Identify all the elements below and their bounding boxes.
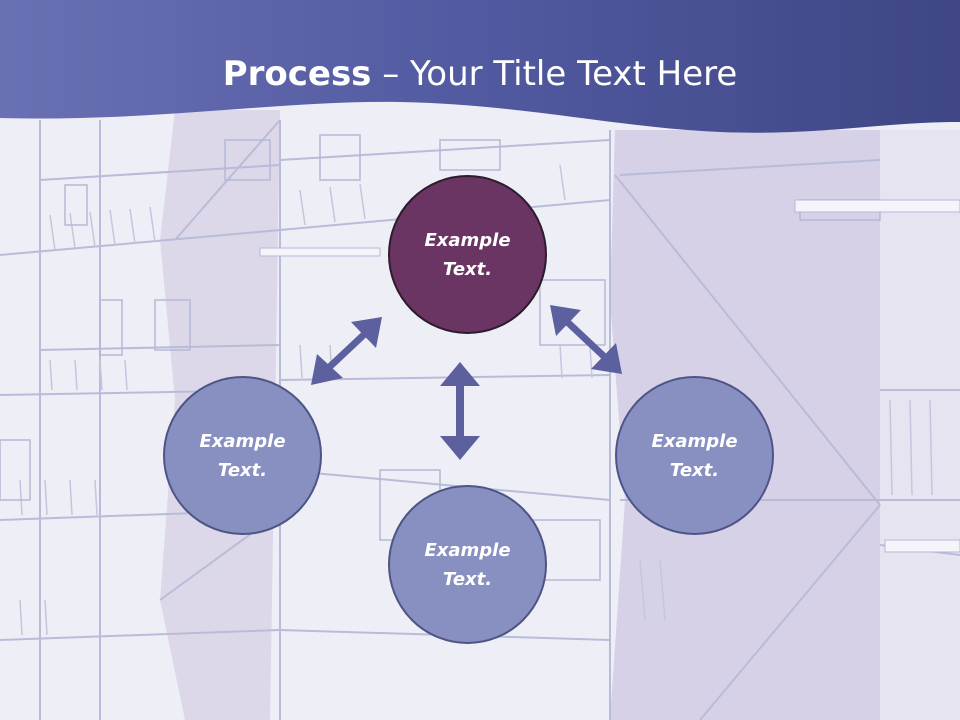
node-top-text: Example Text. xyxy=(424,226,510,284)
node-right-text: Example Text. xyxy=(651,427,737,485)
title-rest: – Your Title Text Here xyxy=(371,54,738,94)
process-node-bottom[interactable]: Example Text. xyxy=(388,485,547,644)
node-top-line1: Example xyxy=(424,229,511,251)
page-title: Process – Your Title Text Here xyxy=(0,52,960,96)
node-right-line2: Text. xyxy=(669,459,720,481)
node-left-text: Example Text. xyxy=(199,427,285,485)
arrow-vertical xyxy=(440,362,480,460)
node-bottom-text: Example Text. xyxy=(424,536,510,594)
process-node-right[interactable]: Example Text. xyxy=(615,376,774,535)
title-bold: Process xyxy=(222,54,372,94)
node-top-line2: Text. xyxy=(442,258,493,280)
node-left-line1: Example xyxy=(199,430,286,452)
node-bottom-line2: Text. xyxy=(442,568,493,590)
arrow-top-left xyxy=(311,317,382,385)
process-node-left[interactable]: Example Text. xyxy=(163,376,322,535)
node-right-line1: Example xyxy=(651,430,738,452)
node-left-line2: Text. xyxy=(217,459,268,481)
node-bottom-line1: Example xyxy=(424,539,511,561)
process-node-top[interactable]: Example Text. xyxy=(388,175,547,334)
arrow-top-right xyxy=(550,305,622,374)
